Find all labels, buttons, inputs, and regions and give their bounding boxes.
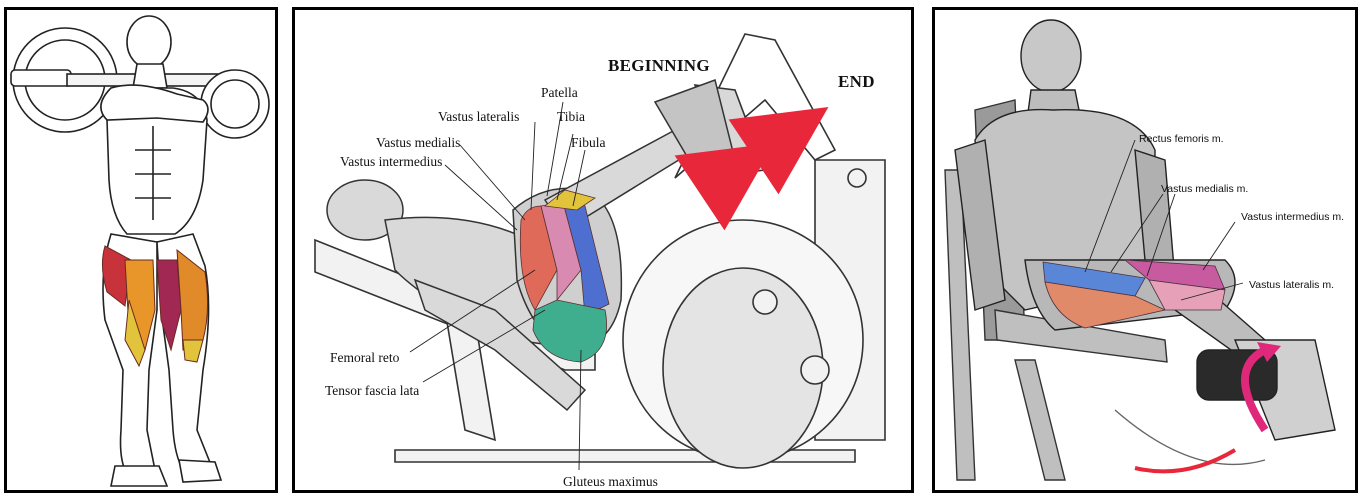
muscle-left-quad-red bbox=[101, 245, 132, 307]
weight-plate bbox=[662, 267, 824, 469]
leg-extension-panel: Rectus femoris m. Vastus medialis m. Vas… bbox=[932, 7, 1358, 493]
label-rectus-femoris: Rectus femoris m. bbox=[1139, 133, 1224, 145]
leg-extension-illustration bbox=[944, 19, 1336, 481]
left-arm bbox=[954, 139, 1006, 311]
label-tensor-fascia-lata: Tensor fascia lata bbox=[325, 383, 420, 398]
movement-arrow bbox=[674, 107, 829, 231]
front-squat-illustration bbox=[10, 15, 270, 487]
label-patella: Patella bbox=[541, 85, 578, 100]
ankle-pad bbox=[1196, 349, 1278, 401]
label-vastus-intermedius: Vastus intermedius m. bbox=[1241, 211, 1345, 223]
head bbox=[326, 179, 404, 241]
front-squat-panel bbox=[4, 7, 278, 493]
label-vastus-medialis: Vastus medialis m. bbox=[1161, 183, 1249, 195]
label-femoral-reto: Femoral reto bbox=[330, 350, 400, 365]
machine-seat bbox=[994, 309, 1168, 363]
label-fibula: Fibula bbox=[571, 135, 606, 150]
label-vastus-intermedius: Vastus intermedius bbox=[340, 154, 443, 169]
label-vastus-lateralis: Vastus lateralis m. bbox=[1249, 279, 1334, 291]
muscle-vastus-intermedius bbox=[1148, 279, 1226, 311]
label-vastus-medialis: Vastus medialis bbox=[376, 135, 461, 150]
head bbox=[1020, 19, 1082, 93]
muscle-right-quad-magenta bbox=[156, 259, 182, 352]
label-beginning: BEGINNING bbox=[608, 56, 710, 75]
muscle-vastus-lateralis bbox=[1044, 281, 1167, 329]
label-tibia: Tibia bbox=[557, 109, 586, 124]
label-end: END bbox=[838, 72, 875, 91]
movement-arrow bbox=[1241, 346, 1269, 433]
leg-press-panel: BEGINNING END Patella Vastus lateralis T… bbox=[292, 7, 914, 493]
head bbox=[126, 15, 172, 69]
arm bbox=[413, 278, 587, 412]
machine-frame bbox=[944, 169, 976, 481]
leg-press-illustration bbox=[314, 33, 886, 471]
label-gluteus-maximus: Gluteus maximus bbox=[563, 474, 658, 489]
label-vastus-lateralis: Vastus lateralis bbox=[438, 109, 520, 124]
